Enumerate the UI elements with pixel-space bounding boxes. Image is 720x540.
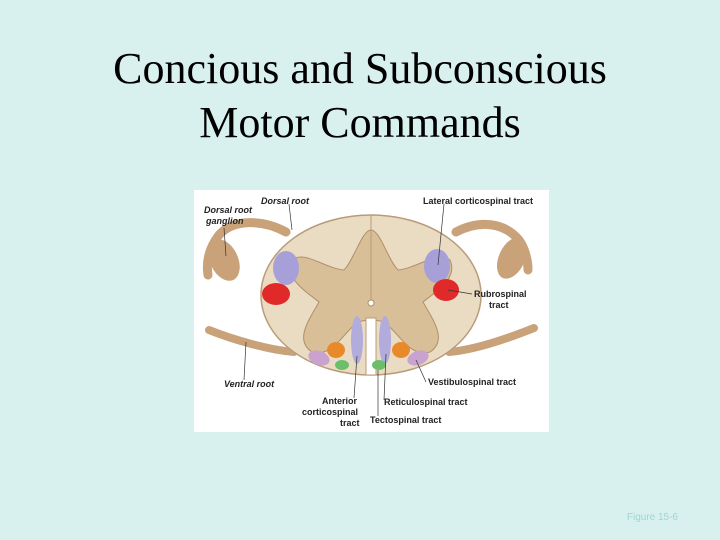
label-rubrospinal-2: tract [489, 300, 509, 310]
slide-title: Concious and Subconscious Motor Commands [0, 42, 720, 150]
tectospinal-tract-right [372, 360, 386, 370]
anterior-corticospinal-tract-right [379, 316, 391, 364]
rubrospinal-tract-left [262, 283, 290, 305]
label-dorsal-root: Dorsal root [261, 196, 310, 206]
label-dorsal-root-ganglion-2: ganglion [206, 216, 244, 226]
label-anterior-corticospinal-2: corticospinal [302, 407, 359, 417]
right-ventral-root [445, 324, 538, 356]
label-anterior-corticospinal-3: tract [340, 418, 360, 428]
leader-vestibulospinal [415, 359, 427, 383]
reticulospinal-tract-right [392, 342, 410, 358]
leader-lateral-corticospinal [437, 203, 445, 266]
leader-dorsal-root [288, 203, 293, 231]
left-ventral-root [205, 326, 298, 356]
label-ventral-root: Ventral root [224, 379, 275, 389]
vestibulospinal-tract-left [308, 350, 330, 366]
lateral-corticospinal-tract-right [424, 249, 450, 283]
figure-caption: Figure 15-6 [626, 512, 678, 523]
leader-anterior-corticospinal [353, 355, 358, 399]
leader-ventral-root [243, 341, 247, 381]
label-rubrospinal-1: Rubrospinal [474, 289, 527, 299]
spinal-cord-figure: Dorsal root Dorsal root ganglion Lateral… [194, 190, 549, 432]
central-canal [367, 299, 375, 307]
title-line-1: Concious and Subconscious [113, 44, 607, 93]
label-reticulospinal-tract: Reticulospinal tract [384, 397, 468, 407]
vestibulospinal-tract-right [407, 350, 429, 366]
leader-ganglion [223, 227, 227, 257]
label-lateral-corticospinal-tract: Lateral corticospinal tract [423, 196, 534, 206]
rubrospinal-tract-right [433, 279, 459, 301]
label-dorsal-root-ganglion-1: Dorsal root [204, 205, 253, 215]
lateral-corticospinal-tract-left [273, 251, 299, 285]
spinal-cord-illustration [202, 203, 538, 416]
left-dorsal-root-ganglion [208, 239, 240, 281]
leader-reticulospinal [383, 353, 387, 401]
label-anterior-corticospinal-1: Anterior [322, 396, 358, 406]
title-line-2: Motor Commands [199, 98, 521, 147]
leader-rubrospinal [447, 289, 473, 295]
anterior-median-fissure [365, 317, 377, 376]
left-dorsal-root [202, 218, 291, 280]
reticulospinal-tract-left [327, 342, 345, 358]
label-tectospinal-tract: Tectospinal tract [370, 415, 442, 425]
tectospinal-tract-left [335, 360, 349, 370]
label-vestibulospinal-tract: Vestibulospinal tract [428, 377, 517, 387]
anterior-corticospinal-tract-left [351, 316, 363, 364]
right-dorsal-root-ganglion [496, 237, 528, 279]
